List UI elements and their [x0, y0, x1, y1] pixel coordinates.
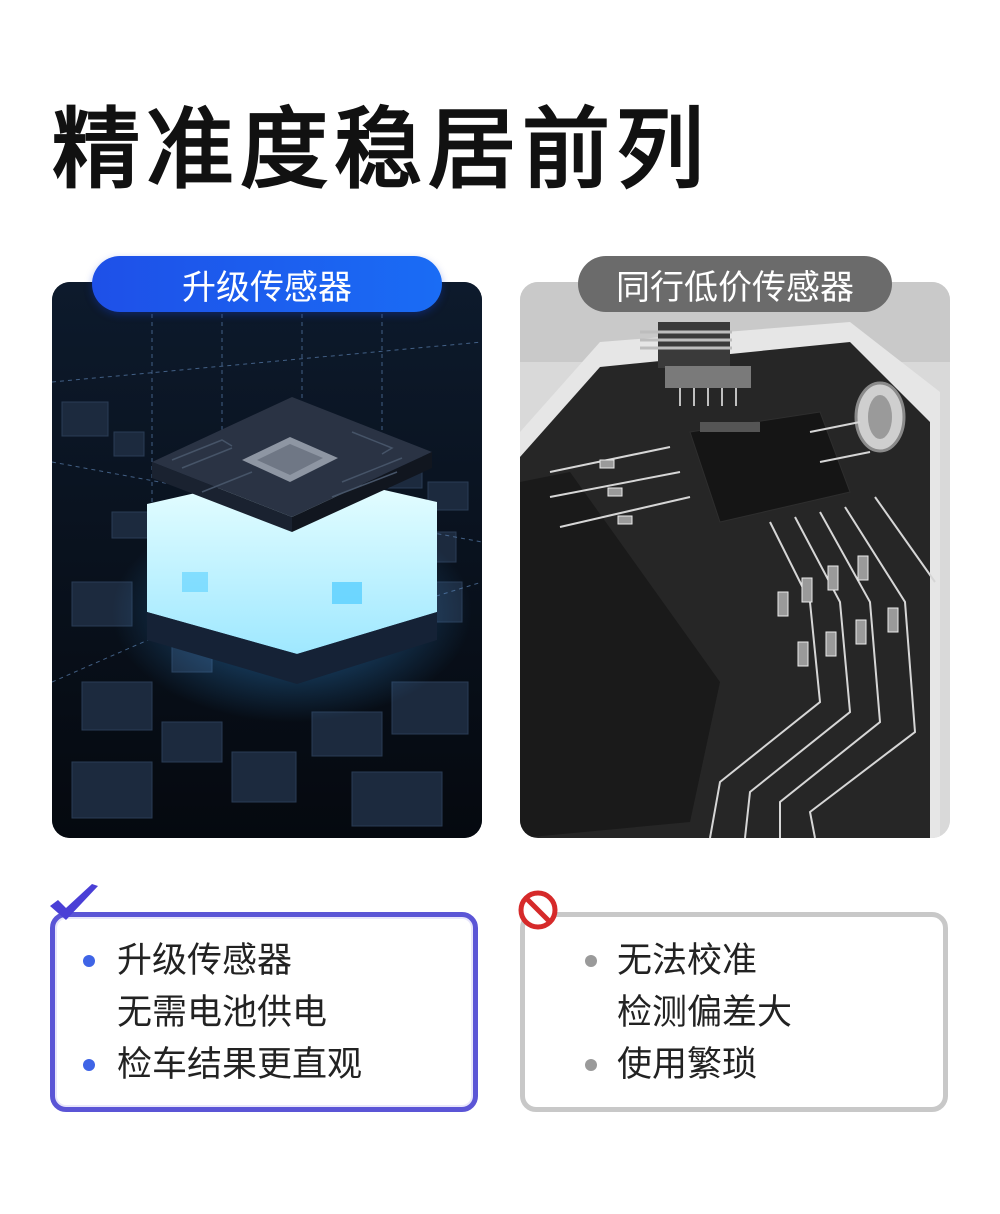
page-title: 精准度稳居前列 [52, 98, 711, 201]
bullet-dot [585, 955, 597, 967]
bullet-dot [585, 1059, 597, 1071]
list-item: 无需电池供电 [117, 993, 328, 1033]
low-cost-sensor-image [520, 282, 950, 838]
bullet-dot [83, 1059, 95, 1071]
low-cost-sensor-drawbacks: 无法校准 检测偏差大 使用繁琐 [520, 912, 948, 1112]
list-item: 使用繁琐 [525, 1039, 943, 1091]
checkmark-icon [46, 882, 102, 926]
upgraded-sensor-image [52, 282, 482, 838]
list-item: 无法校准 [525, 935, 943, 987]
upgraded-sensor-badge: 升级传感器 [92, 256, 442, 312]
list-item: 检测偏差大 [617, 993, 793, 1033]
list-item: 检车结果更直观 [55, 1039, 473, 1091]
upgraded-sensor-benefits: 升级传感器 无需电池供电 检车结果更直观 [50, 912, 478, 1112]
list-item: 升级传感器 [55, 935, 473, 987]
low-cost-sensor-badge: 同行低价传感器 [578, 256, 892, 312]
prohibited-icon [516, 888, 560, 932]
bullet-dot [83, 955, 95, 967]
